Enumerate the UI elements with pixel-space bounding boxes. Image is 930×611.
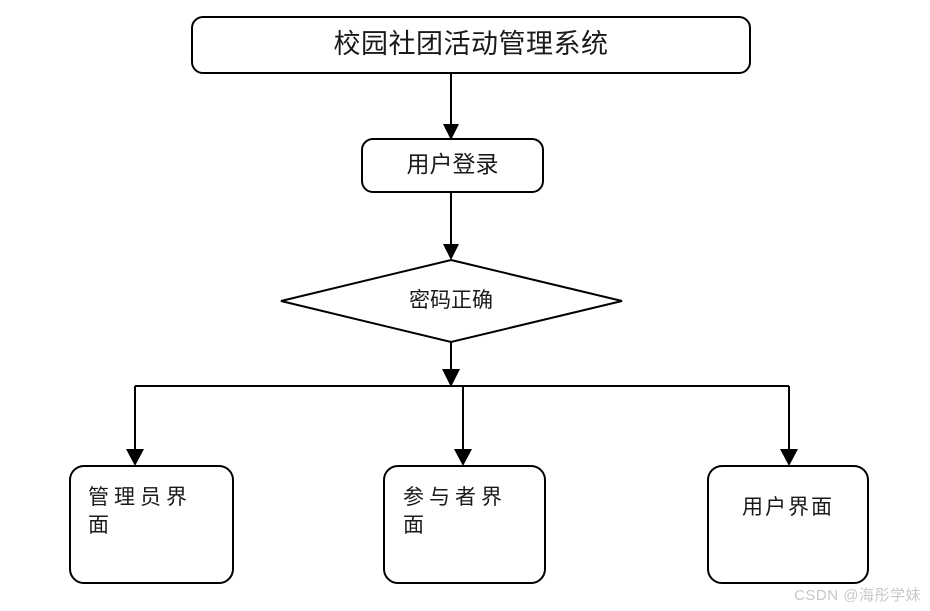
node-system-title-shape[interactable] (191, 16, 751, 74)
node-admin-interface-shape[interactable] (69, 465, 234, 584)
node-password-correct-shape[interactable] (280, 258, 623, 344)
node-user-login-shape[interactable] (361, 138, 544, 193)
edge-bus-to-user-arrowhead (780, 449, 798, 466)
node-user-interface-shape[interactable] (707, 465, 869, 584)
node-participant-interface-shape[interactable] (383, 465, 546, 584)
edge-bus-to-admin-arrowhead (126, 449, 144, 466)
csdn-watermark: CSDN @海彤学妹 (794, 587, 921, 604)
edge-login-to-decision-arrowhead (443, 244, 459, 260)
edge-title-to-login-arrowhead (443, 124, 459, 140)
edge-bus-to-participant-arrowhead (454, 449, 472, 466)
edge-decision-to-bus-arrowhead (442, 369, 460, 387)
